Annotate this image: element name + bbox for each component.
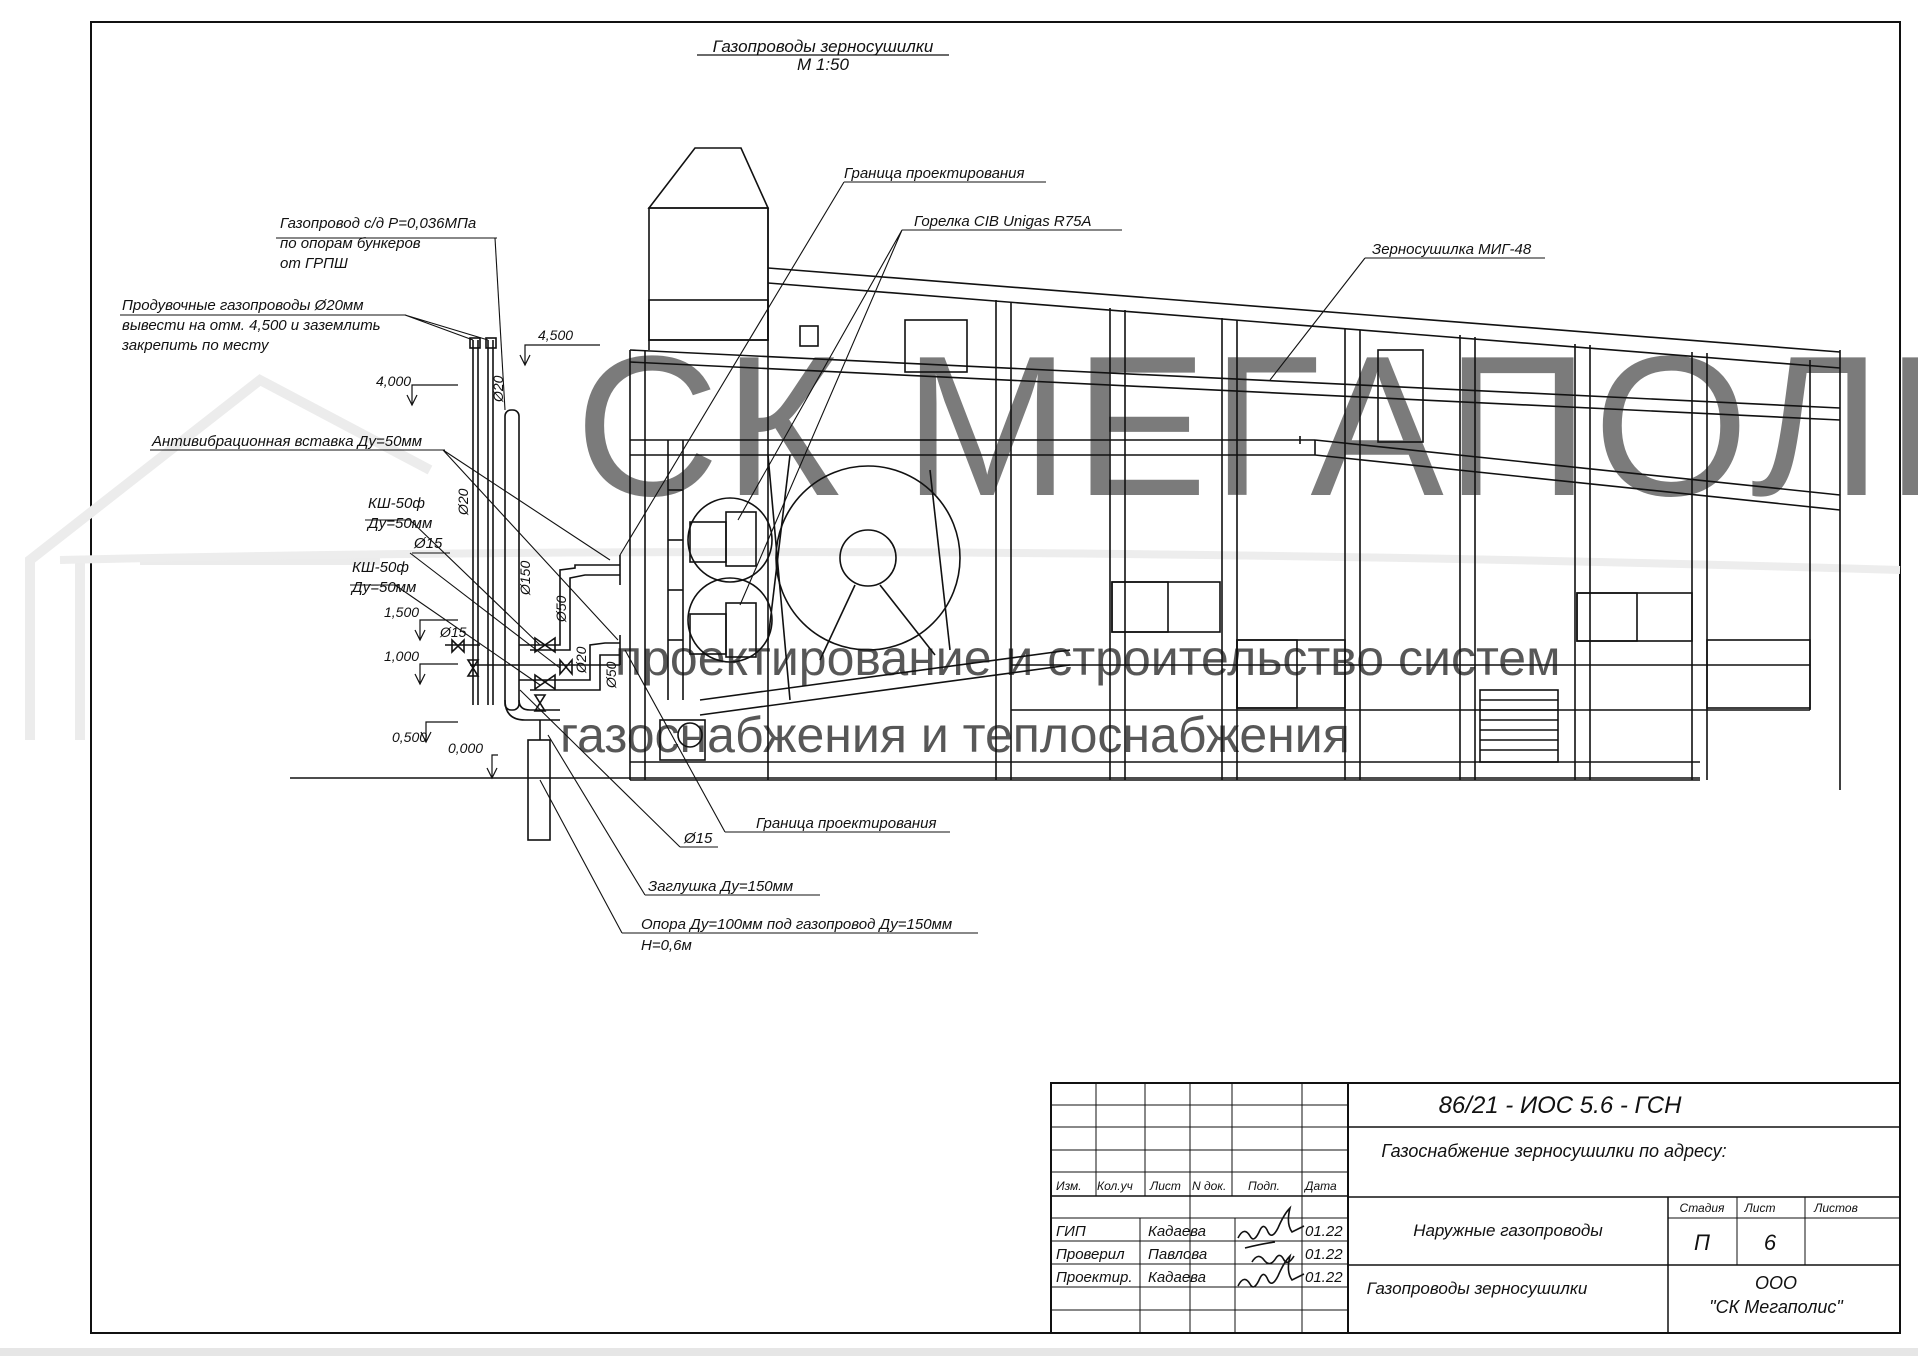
tb-company-2: "СК Мегаполис": [1709, 1297, 1844, 1317]
drawing-scale: М 1:50: [797, 55, 850, 74]
label-d50-b: Ø50: [603, 661, 619, 689]
pipe-support: [527, 739, 551, 841]
note-valve2-1: КШ-50ф: [352, 559, 409, 576]
note-plug: Заглушка Ду=150мм: [648, 878, 793, 895]
label-d20-mid: Ø20: [455, 488, 471, 516]
label-d50-a: Ø50: [553, 595, 569, 623]
watermark-line1: проектирование и строительство систем: [615, 630, 1560, 686]
note-d15-a: Ø15: [413, 535, 443, 552]
tb-project: Газоснабжение зерносушилки по адресу:: [1381, 1141, 1726, 1161]
note-gas-main-3: от ГРПШ: [280, 255, 348, 272]
elevation-marks: [406, 344, 600, 780]
gas-piping: [445, 337, 621, 841]
note-support-2: Н=0,6м: [641, 937, 692, 954]
drawing-title: Газопроводы зерносушилки: [713, 37, 934, 56]
signature-checker: [1244, 1241, 1295, 1265]
note-valve1-1: КШ-50ф: [368, 495, 425, 512]
note-purge-2: вывести на отм. 4,500 и заземлить: [122, 317, 381, 334]
tb-header-ndok: N док.: [1192, 1179, 1226, 1193]
tb-section-title: Наружные газопроводы: [1413, 1221, 1603, 1240]
elevation-1000: 1,000: [384, 648, 419, 664]
signature-designer: [1237, 1253, 1305, 1288]
tb-header-izm: Изм.: [1056, 1179, 1082, 1193]
note-d15-b: Ø15: [683, 830, 713, 847]
bottom-strip: [0, 1348, 1918, 1356]
tb-doc-code: 86/21 - ИОС 5.6 - ГСН: [1439, 1092, 1683, 1119]
sheet-frame: [90, 21, 1901, 1334]
tb-stage-label: Стадия: [1680, 1201, 1726, 1215]
watermark-swoosh: [59, 548, 1901, 574]
watermark-brand: СК МЕГАПОЛИС: [575, 315, 1918, 538]
label-d15-small: Ø15: [439, 624, 467, 640]
tb-date-designer: 01.22: [1305, 1269, 1343, 1286]
tb-sheet: 6: [1764, 1230, 1777, 1255]
note-purge-3: закрепить по месту: [121, 337, 270, 354]
signatures: [1237, 1205, 1305, 1288]
tb-header-list: Лист: [1149, 1179, 1181, 1193]
note-support-1: Опора Ду=100мм под газопровод Ду=150мм: [641, 916, 952, 933]
elevation-0000: 0,000: [448, 740, 483, 756]
tb-stage: П: [1694, 1230, 1710, 1255]
tb-date-checker: 01.22: [1305, 1246, 1343, 1263]
tb-sheet-label: Лист: [1744, 1201, 1776, 1215]
label-d150: Ø150: [517, 561, 533, 596]
tb-name-designer: Кадаева: [1148, 1269, 1206, 1286]
note-boundary-bottom: Граница проектирования: [756, 815, 937, 832]
elevation-4500: 4,500: [538, 327, 573, 343]
valve-kw50-lower: [534, 673, 556, 691]
elevation-1500: 1,500: [384, 604, 419, 620]
main-riser-d150: [504, 409, 520, 711]
note-antivibration: Антивибрационная вставка Ду=50мм: [151, 433, 422, 450]
tb-role-gip: ГИП: [1056, 1223, 1086, 1240]
tb-header-podp: Подп.: [1248, 1179, 1280, 1193]
tb-header-kol: Кол.уч: [1097, 1179, 1133, 1193]
valve-kw50-upper: [534, 636, 556, 654]
tb-header-date: Дата: [1303, 1179, 1337, 1193]
note-valve2-2: Ду=50мм: [350, 579, 416, 596]
note-gas-main-1: Газопровод с/д P=0,036МПа: [280, 215, 476, 232]
grain-dryer-structure: [629, 147, 1841, 790]
watermark-line2: газоснабжения и теплоснабжения: [560, 707, 1350, 763]
title-block: [1050, 1082, 1901, 1334]
note-purge-1: Продувочные газопроводы Ø20мм: [122, 297, 364, 314]
label-d20-top: Ø20: [490, 375, 506, 403]
tb-sheet-title: Газопроводы зерносушилки: [1367, 1279, 1588, 1298]
tb-date-gip: 01.22: [1305, 1223, 1343, 1240]
label-d20-right: Ø20: [573, 646, 589, 674]
watermark: СК МЕГАПОЛИС проектирование и строительс…: [25, 315, 1918, 763]
note-gas-main-2: по опорам бункеров: [280, 235, 421, 252]
tb-role-checker: Проверил: [1056, 1246, 1125, 1263]
leader-lines: [120, 181, 1545, 934]
elevation-4000: 4,000: [376, 373, 411, 389]
tb-company-1: ООО: [1755, 1273, 1797, 1293]
tb-role-designer: Проектир.: [1056, 1269, 1133, 1286]
tb-name-gip: Кадаева: [1148, 1223, 1206, 1240]
note-valve1-2: Ду=50мм: [366, 515, 432, 532]
note-burner: Горелка CIB Unigas R75A: [914, 213, 1091, 230]
tb-name-checker: Павлова: [1148, 1246, 1207, 1263]
tb-sheets-label: Листов: [1813, 1201, 1858, 1215]
signature-gip: [1237, 1205, 1305, 1240]
elevation-0500: 0,500: [392, 729, 427, 745]
note-boundary-top: Граница проектирования: [844, 165, 1025, 182]
note-dryer: Зерносушилка МИГ-48: [1372, 241, 1532, 258]
